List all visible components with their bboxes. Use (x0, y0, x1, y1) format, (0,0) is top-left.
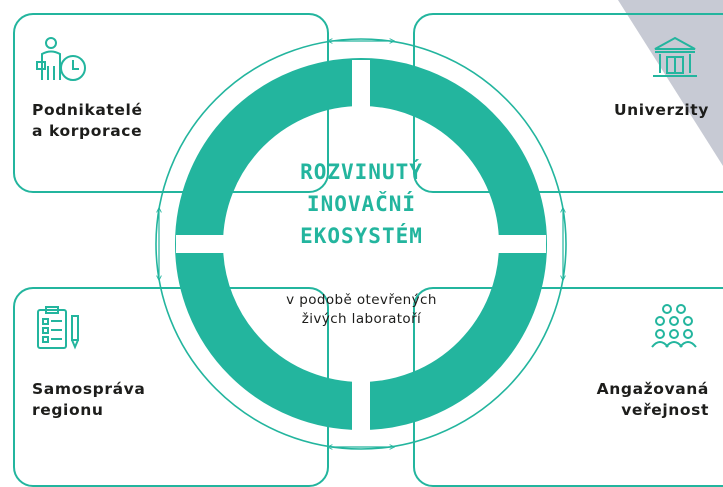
label-regional-government: Samospráva regionu (32, 379, 145, 421)
businessman-clock-icon (36, 36, 88, 84)
center-subtitle-line-1: v podobě otevřených (286, 292, 437, 308)
label-businesses: Podnikatelé a korporace (32, 100, 143, 142)
center-subtitle: v podobě otevřených živých laboratoří (250, 291, 473, 329)
checklist-pen-icon (36, 306, 84, 352)
people-group-icon (650, 303, 698, 349)
center-title: ROZVINUTÝ INOVAČNÍ EKOSYSTÉM (250, 156, 473, 252)
label-regional-government-line-2: regionu (32, 401, 104, 419)
label-businesses-line-1: Podnikatelé (32, 101, 143, 119)
label-universities-line-1: Univerzity (613, 101, 709, 119)
corner-decoration (618, 0, 723, 166)
label-universities: Univerzity (614, 100, 709, 121)
center-ring (155, 0, 567, 473)
label-engaged-public-line-1: Angažovaná (596, 380, 709, 398)
label-businesses-line-2: a korporace (32, 122, 143, 140)
center-subtitle-line-2: živých laboratoří (301, 311, 422, 327)
ring-gap-top (352, 60, 370, 140)
center-title-line-1: ROZVINUTÝ (300, 160, 423, 184)
ring-gap-left (176, 235, 256, 253)
ring-gap-bottom (352, 350, 370, 430)
center-title-line-2: INOVAČNÍ (306, 192, 417, 216)
label-engaged-public-line-2: veřejnost (621, 401, 709, 419)
label-regional-government-line-1: Samospráva (32, 380, 146, 398)
ring-gap-right (466, 235, 546, 253)
center-title-line-3: EKOSYSTÉM (300, 224, 423, 248)
university-building-icon (652, 35, 698, 81)
label-engaged-public: Angažovaná veřejnost (597, 379, 709, 421)
ecosystem-diagram: Podnikatelé a korporace Univerzity Samos… (13, 0, 723, 487)
